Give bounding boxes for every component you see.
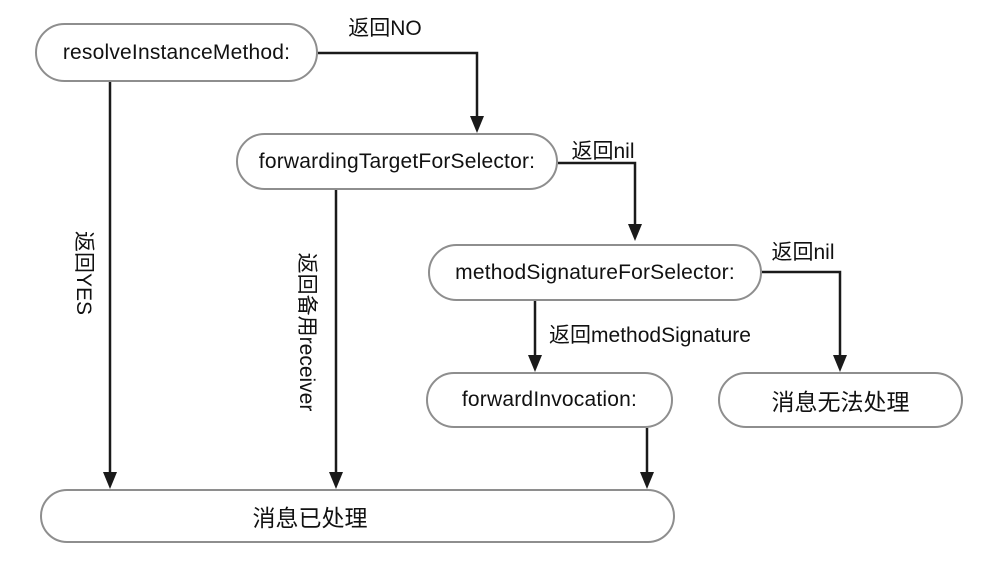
- edge-return-backup-receiver: [329, 190, 343, 489]
- edge-label-return-nil-1: 返回nil: [571, 140, 635, 163]
- node-resolve-instance-method: resolveInstanceMethod:: [35, 23, 318, 82]
- edge-label-return-yes: 返回YES: [72, 230, 95, 316]
- edge-return-no: [318, 51, 484, 133]
- node-method-signature-for-selector: methodSignatureForSelector:: [428, 244, 762, 301]
- edge-return-nil-1: [558, 161, 642, 241]
- node-forwarding-target-for-selector: forwardingTargetForSelector:: [236, 133, 558, 190]
- edge-return-nil-2: [762, 270, 847, 372]
- node-message-handled: 消息已处理: [40, 489, 675, 543]
- edge-forward-invocation-done: [640, 428, 654, 489]
- edge-return-method-signature: [528, 301, 542, 372]
- edge-label-return-method-signature: 返回methodSignature: [549, 324, 751, 347]
- node-forward-invocation: forwardInvocation:: [426, 372, 673, 428]
- edge-label-return-backup-receiver: 返回备用receiver: [295, 252, 318, 412]
- node-message-unhandled: 消息无法处理: [718, 372, 963, 428]
- edge-label-return-nil-2: 返回nil: [771, 241, 835, 264]
- edge-label-return-no: 返回NO: [348, 17, 422, 40]
- edge-return-yes: [103, 82, 117, 489]
